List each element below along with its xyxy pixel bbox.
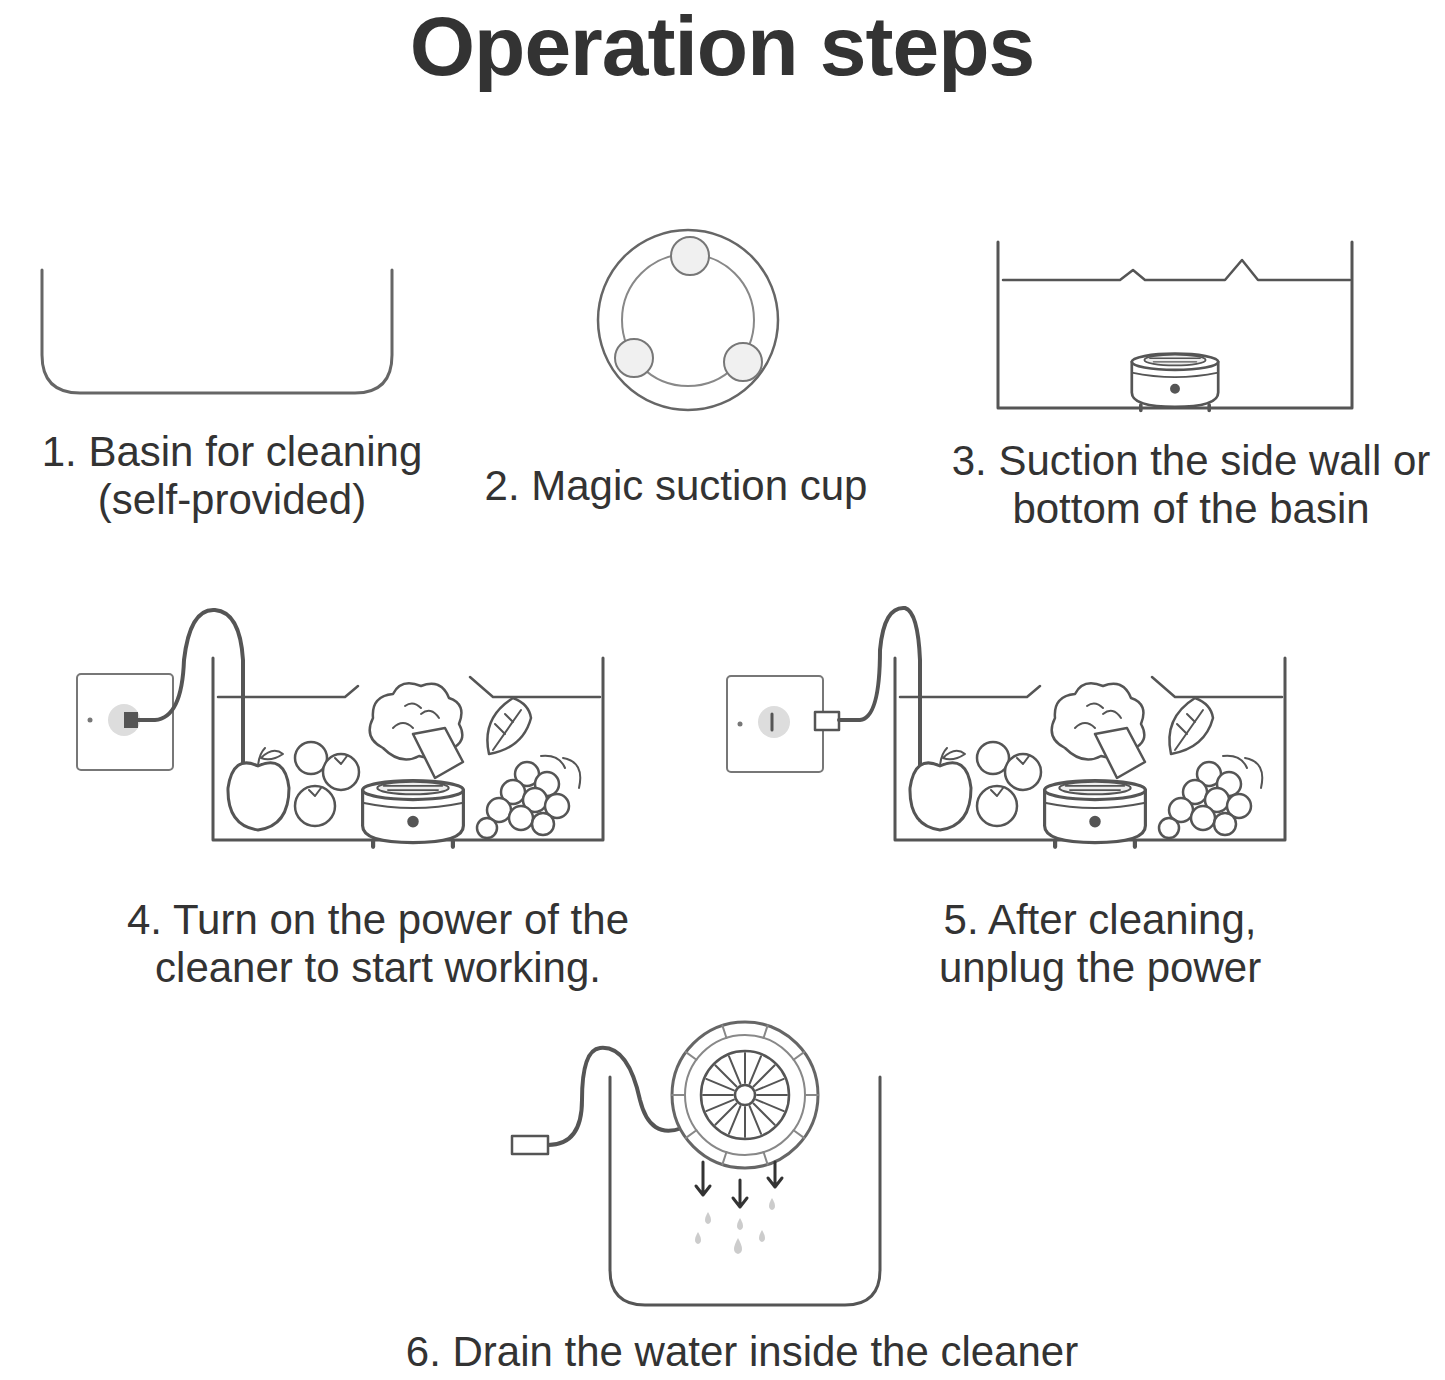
fan-spoke xyxy=(729,1056,740,1084)
rim-tick xyxy=(805,1094,818,1096)
fan-spoke xyxy=(750,1106,761,1134)
fan-spoke xyxy=(744,1107,746,1137)
rim-tick xyxy=(794,1130,805,1138)
fan-spoke xyxy=(706,1100,734,1111)
rim-tick xyxy=(794,1052,805,1060)
fan-spoke xyxy=(757,1094,787,1096)
rim-tick xyxy=(686,1052,697,1060)
rim-tick xyxy=(764,1152,768,1164)
rim-tick xyxy=(764,1026,768,1038)
step-caption: 1. Basin for cleaning (self-provided) xyxy=(2,428,462,525)
step-caption: 5. After cleaning, unplug the power xyxy=(890,896,1310,993)
fan-spoke xyxy=(703,1094,733,1096)
rim-tick xyxy=(722,1026,726,1038)
step-caption: 3. Suction the side wall or bottom of th… xyxy=(940,437,1442,534)
step-caption: 4. Turn on the power of the cleaner to s… xyxy=(78,896,678,993)
fan-spoke xyxy=(744,1053,746,1083)
step-caption: 2. Magic suction cup xyxy=(426,462,926,510)
rim-tick xyxy=(672,1094,685,1096)
rim-tick xyxy=(686,1130,697,1138)
rim-tick xyxy=(722,1152,726,1164)
fan-spoke xyxy=(756,1079,784,1090)
step-caption: 6. Drain the water inside the cleaner xyxy=(292,1328,1192,1376)
page-title: Operation steps xyxy=(222,4,1222,88)
